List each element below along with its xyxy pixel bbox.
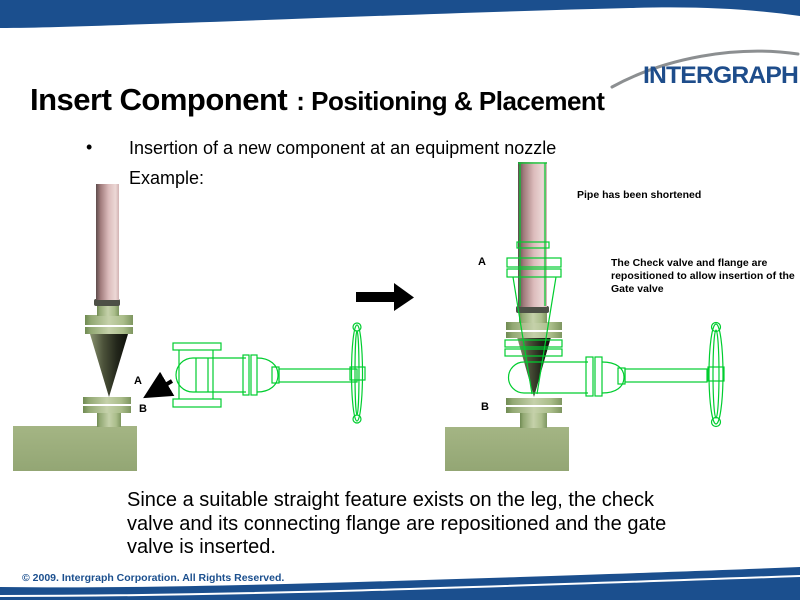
logo-swoosh-icon (610, 49, 800, 89)
body-line: valve and its connecting flange are repo… (127, 512, 667, 535)
annotation-line: The Check valve and flange are (611, 257, 768, 269)
copyright-notice: © 2009. Intergraph Corporation. All Righ… (22, 572, 285, 584)
lower-flange-pair (506, 398, 562, 413)
top-banner-wave (0, 0, 800, 28)
annotation-line: repositioned to allow insertion of the (611, 270, 795, 282)
nozzle-stub (97, 413, 121, 427)
upper-flange-pair (85, 315, 133, 334)
label-a-before: A (134, 375, 142, 387)
body-paragraph: Since a suitable straight feature exists… (127, 489, 666, 560)
lower-flange-pair (83, 397, 131, 413)
check-valve-wireframe (172, 342, 358, 408)
bottom-banner-wave (0, 567, 800, 600)
slide-title: Insert Component : Positioning & Placeme… (30, 82, 605, 118)
equipment-base (445, 427, 569, 471)
riser-pipe (96, 184, 119, 300)
diagram-after (445, 162, 725, 471)
slide-title-main: Insert Component (30, 82, 288, 117)
bullet-text: Insertion of a new component at an equip… (129, 138, 557, 158)
diagram-before (13, 184, 366, 471)
intergraph-logo: INTERGRAPH (610, 49, 800, 89)
flange-neck (97, 305, 119, 316)
flange-neck (519, 313, 547, 323)
pipe-collar (516, 306, 549, 313)
bullet-icon: • (86, 137, 93, 157)
handwheel-wireframe (707, 321, 725, 428)
pipe-collar (94, 299, 120, 306)
equipment-base (13, 426, 137, 471)
bullet-subtext: Example: (129, 168, 205, 188)
transition-arrow-icon (356, 283, 414, 311)
body-line: valve is inserted. (127, 536, 276, 558)
logo-text: INTERGRAPH (643, 62, 798, 89)
label-a-after: A (478, 256, 486, 268)
gate-valve-ghost-wireframe (504, 162, 563, 395)
handwheel-wireframe (349, 322, 366, 424)
label-b-after: B (481, 401, 489, 413)
annotation-check-valve: The Check valve and flange are repositio… (611, 257, 800, 296)
check-valve-wireframe (507, 356, 708, 397)
annotation-pipe-shortened: Pipe has been shortened (577, 189, 702, 201)
repositioned-flange-pair (506, 322, 562, 338)
annotation-line: Gate valve (611, 283, 664, 295)
slide-title-sub: : Positioning & Placement (296, 86, 605, 116)
shortened-pipe (518, 162, 547, 307)
body-line: Since a suitable straight feature exists… (127, 489, 654, 511)
nozzle-stub (520, 413, 547, 428)
label-b-before: B (139, 403, 147, 415)
valve-cone (517, 337, 551, 397)
valve-cone (90, 334, 128, 397)
pointer-arrow-icon (143, 371, 175, 399)
